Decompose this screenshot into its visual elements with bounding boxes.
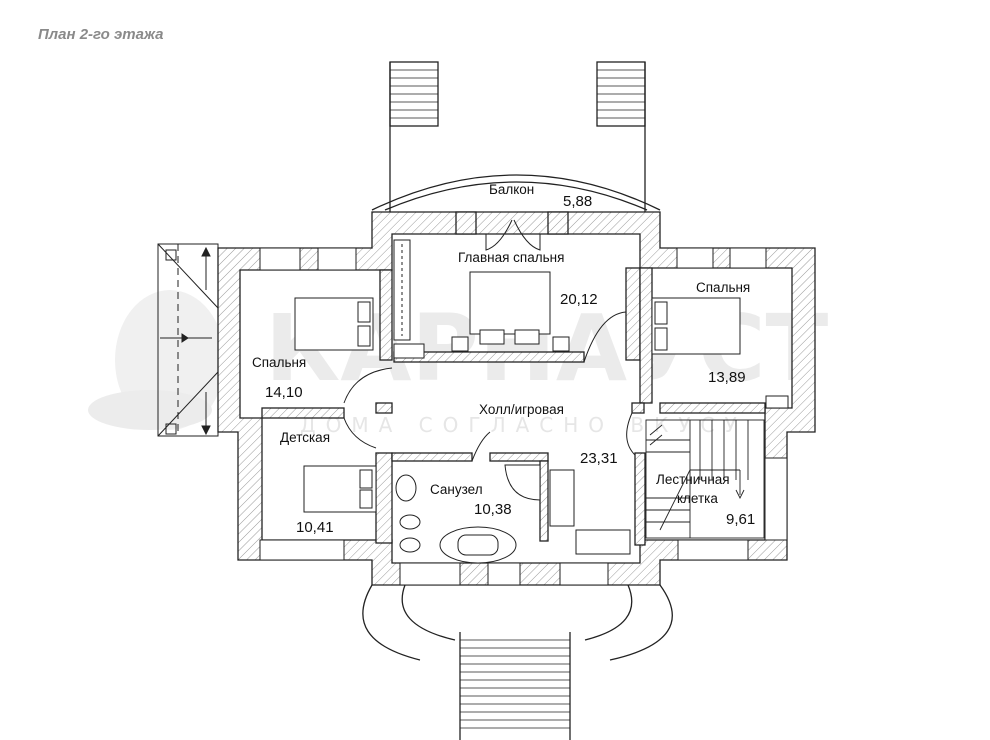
windows (259, 247, 788, 586)
room-name-kids-room: Детская (280, 430, 330, 445)
room-name-bedroom-left: Спальня (252, 355, 306, 370)
plan-title: План 2-го этажа (38, 26, 164, 43)
room-area-stairwell: 9,61 (726, 511, 755, 528)
room-area-master-bedroom: 20,12 (560, 291, 598, 308)
left-terrace (157, 243, 219, 437)
top-steps (371, 61, 661, 212)
room-name-stairwell-line1: Лестничная (656, 472, 730, 487)
room-name-master-bedroom: Главная спальня (458, 250, 564, 265)
room-labels: Балкон 5,88 Главная спальня 20,12 Спальн… (252, 182, 755, 536)
room-area-bathroom: 10,38 (474, 501, 512, 518)
room-area-bedroom-right: 13,89 (708, 369, 746, 386)
plan-drawing (157, 61, 816, 740)
watermark-slogan: ДОМА СОГЛАСНО ВКУСУ (300, 413, 747, 437)
interior-walls (261, 211, 766, 546)
doors (343, 311, 636, 462)
room-name-stairwell-line2: клетка (677, 491, 718, 506)
bottom-steps (362, 584, 673, 740)
room-area-hall: 23,31 (580, 450, 618, 467)
room-name-balcony: Балкон (489, 182, 534, 197)
room-area-kids-room: 10,41 (296, 519, 334, 536)
room-area-bedroom-left: 14,10 (265, 384, 303, 401)
stairs (645, 419, 765, 539)
room-name-bathroom: Санузел (430, 482, 483, 497)
room-name-hall: Холл/игровая (479, 402, 564, 417)
furniture (294, 239, 789, 564)
room-name-bedroom-right: Спальня (696, 280, 750, 295)
room-area-balcony: 5,88 (563, 193, 592, 210)
